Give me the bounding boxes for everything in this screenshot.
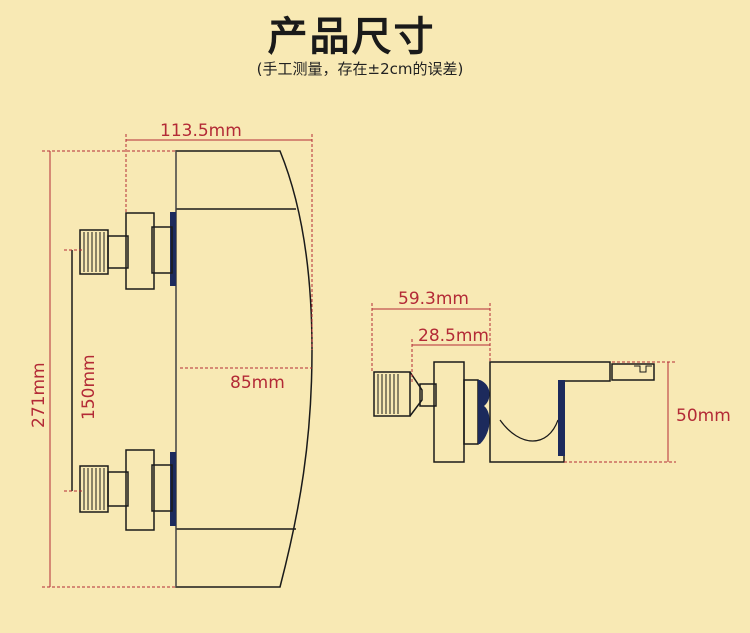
side-body-outline bbox=[489, 361, 611, 463]
side-body-plate bbox=[558, 380, 565, 456]
height-dimension: 271mm bbox=[29, 150, 176, 588]
front-body-outline bbox=[175, 150, 313, 588]
depth-dimension: 85mm bbox=[180, 367, 312, 393]
spacing-dimension: 150mm bbox=[64, 249, 99, 492]
side-seal-ring bbox=[478, 380, 490, 444]
side-height-dimension: 50mm bbox=[564, 361, 731, 463]
width-label: 113.5mm bbox=[160, 121, 242, 141]
side-body-curve bbox=[499, 419, 559, 442]
front-view: 113.5mm 271mm 150mm 85mm bbox=[29, 121, 313, 588]
inner-depth-dimension: 28.5mm bbox=[411, 326, 490, 384]
spacing-label: 150mm bbox=[79, 354, 99, 420]
side-outlet-stub bbox=[611, 363, 655, 381]
page-title: 产品尺寸 bbox=[267, 14, 436, 60]
side-view: 59.3mm 28.5mm 50mm bbox=[371, 289, 731, 463]
measurement-note: (手工测量，存在±2cm的误差) bbox=[256, 60, 464, 78]
bottom-inlet-connector bbox=[79, 449, 176, 531]
side-height-label: 50mm bbox=[676, 406, 731, 426]
overall-depth-dimension: 59.3mm bbox=[371, 289, 491, 372]
side-threaded-inlet bbox=[373, 371, 437, 417]
height-label: 271mm bbox=[29, 362, 49, 428]
side-washer bbox=[463, 379, 479, 445]
inner-depth-label: 28.5mm bbox=[418, 326, 489, 346]
width-dimension: 113.5mm bbox=[125, 121, 313, 350]
overall-depth-label: 59.3mm bbox=[398, 289, 469, 309]
depth-label: 85mm bbox=[230, 373, 285, 393]
top-inlet-connector bbox=[79, 212, 176, 290]
side-hex-nut bbox=[433, 361, 465, 463]
